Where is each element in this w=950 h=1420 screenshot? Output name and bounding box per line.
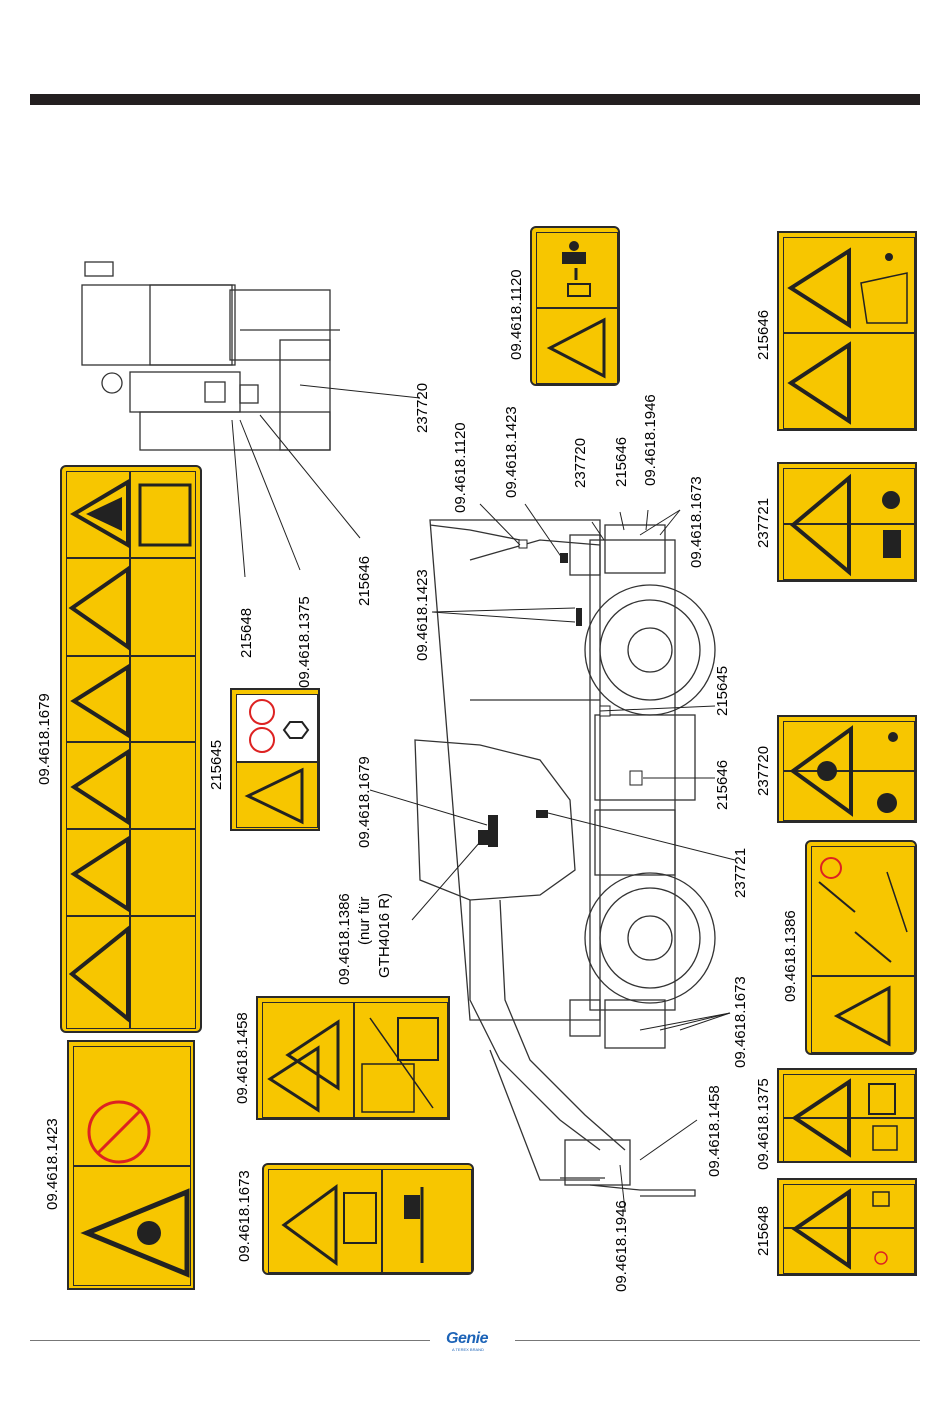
- genie-logo: Genie: [446, 1330, 488, 1347]
- tip-over-icon: [791, 1078, 898, 1158]
- header-rule: [30, 94, 920, 105]
- label-237720-mid: 237720: [414, 382, 431, 433]
- label-1386-note-line2: GTH4016 R): [376, 892, 393, 978]
- decal-215646: [777, 231, 917, 431]
- label-09-4618-1673-top: 09.4618.1673: [688, 476, 705, 568]
- label-215645-right: 215645: [714, 665, 731, 716]
- label-1386-note-line1: (nur für: [356, 896, 373, 945]
- stop-explosion-icon: [244, 699, 310, 825]
- label-09-4618-1120-decal: 09.4618.1120: [508, 269, 525, 360]
- decal-09-4618-1673: [262, 1163, 474, 1275]
- boom-angle-icon: [818, 857, 908, 1047]
- crush-warning-icon: [267, 1017, 439, 1113]
- label-237720-top: 237720: [572, 437, 589, 488]
- label-215646-decal: 215646: [755, 309, 772, 360]
- label-09-4618-1386-decal: 09.4618.1386: [782, 910, 799, 1002]
- label-09-4618-1120-top: 09.4618.1120: [452, 422, 469, 513]
- decal-237720: [777, 715, 917, 823]
- decal-09-4618-1375: [777, 1068, 917, 1163]
- label-215648-decal: 215648: [755, 1205, 772, 1256]
- decal-09-4618-1458: [256, 996, 450, 1120]
- decal-09-4618-1423: [67, 1040, 195, 1290]
- pinch-point-icon: [281, 1184, 424, 1266]
- label-215646-mid: 215646: [356, 555, 373, 606]
- warning-triangles-icon: [68, 478, 192, 1024]
- decal-237721: [777, 462, 917, 582]
- label-09-4618-1423-mid: 09.4618.1423: [414, 569, 431, 661]
- label-09-4618-1375-mid: 09.4618.1375: [296, 596, 313, 688]
- label-237721-right: 237721: [732, 847, 749, 898]
- label-09-4618-1375-decal: 09.4618.1375: [755, 1078, 772, 1170]
- operator-warning-icon: [789, 473, 901, 577]
- label-09-4618-1946-bottom: 09.4618.1946: [613, 1200, 630, 1292]
- decal-09-4618-1386: [805, 840, 917, 1055]
- fall-hazard-icon: [791, 1188, 890, 1270]
- decal-09-4618-1120: [530, 226, 620, 386]
- label-215648-mid: 215648: [238, 607, 255, 658]
- label-09-4618-1946-top: 09.4618.1946: [642, 394, 659, 486]
- label-09-4618-1423-top: 09.4618.1423: [503, 406, 520, 498]
- label-215646-right: 215646: [714, 759, 731, 810]
- crush-hazard-icon: [787, 247, 908, 425]
- label-09-4618-1673-bottom: 09.4618.1673: [732, 976, 749, 1068]
- label-09-4618-1679-mid: 09.4618.1679: [356, 756, 373, 848]
- decal-215648: [777, 1178, 917, 1276]
- footer-rule-left: [30, 1340, 430, 1341]
- wheel-crush-icon: [789, 725, 898, 817]
- no-hand-explosion-icon: [80, 1100, 190, 1278]
- footer-rule-right: [515, 1340, 920, 1341]
- decal-215645: [230, 688, 320, 831]
- label-237721-decal: 237721: [755, 497, 772, 548]
- label-09-4618-1386-mid: 09.4618.1386: [336, 893, 353, 985]
- decal-09-4618-1679: [60, 465, 202, 1033]
- label-237720-decal: 237720: [755, 745, 772, 796]
- height-clearance-icon: [546, 241, 606, 379]
- label-215646-top: 215646: [613, 436, 630, 487]
- label-09-4618-1458-bottom: 09.4618.1458: [706, 1085, 723, 1177]
- logo-tagline: A TEREX BRAND: [452, 1347, 484, 1352]
